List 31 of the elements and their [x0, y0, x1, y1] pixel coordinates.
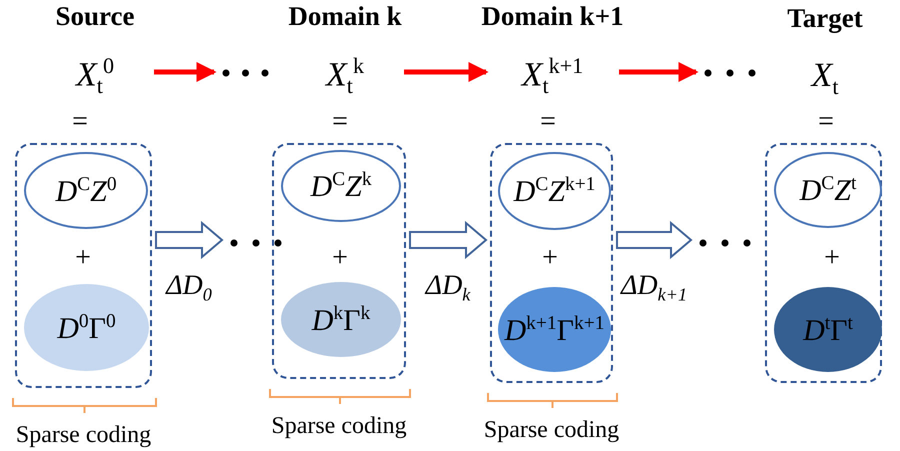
block-arrow: [155, 220, 224, 260]
arrow: [619, 62, 698, 82]
formula-text: X$_{t}$: [812, 58, 838, 98]
plus-sign: +: [542, 244, 558, 272]
equals-sign: =: [540, 108, 556, 136]
arrow: [404, 62, 488, 82]
block-arrow: [409, 220, 488, 260]
formula-text: D$^{C}$Z$^{k}$: [310, 170, 372, 202]
formula-text: D$^{0}$Γ$^{0}$: [57, 312, 116, 344]
formula-text: D$^{C}$Z$^{t}$: [800, 174, 856, 206]
equals-sign: =: [818, 108, 834, 136]
bracket-label: Sparse coding: [16, 422, 152, 449]
plus-sign: +: [824, 244, 840, 272]
block-arrow: [616, 220, 693, 260]
bracket-label: Sparse coding: [484, 417, 620, 444]
plus-sign: +: [75, 244, 91, 272]
formula-text: D$^{t}$Γ$^{t}$: [803, 314, 853, 346]
equals-sign: =: [332, 108, 348, 136]
column-heading: Domain k: [288, 1, 402, 32]
column-heading: Domain k+1: [481, 1, 624, 32]
column-heading: Source: [56, 1, 134, 32]
dashed-group-box: [765, 143, 882, 383]
column-heading: Target: [787, 3, 863, 34]
formula-text: D$^{C}$Z$^{0}$: [55, 174, 117, 206]
formula-text: D$^{k}$Γ$^{k}$: [312, 304, 370, 336]
plus-sign: +: [332, 244, 348, 272]
formula-text: D$^{C}$Z$^{k+1}$: [514, 175, 596, 207]
arrow: [154, 62, 216, 82]
bracket-label: Sparse coding: [271, 413, 407, 440]
formula-text: D$^{k+1}$Γ$^{k+1}$: [504, 314, 604, 346]
equals-sign: =: [72, 108, 88, 136]
